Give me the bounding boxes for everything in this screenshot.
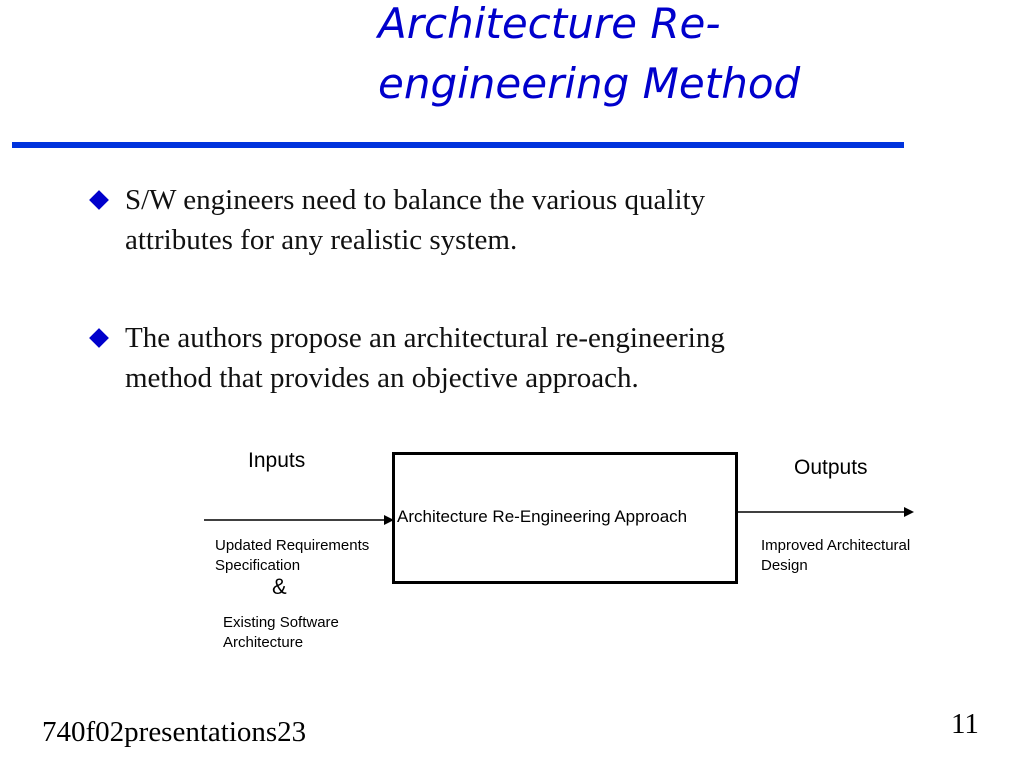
bullet-2-line-2: method that provides an objective approa… (125, 362, 639, 394)
input-item-1-line-1: Updated Requirements (215, 537, 370, 554)
input-arrowhead-icon (384, 515, 394, 525)
bullet-1-line-2: attributes for any realistic system. (125, 224, 518, 256)
inputs-label: Inputs (248, 449, 306, 472)
input-conjunction: & (272, 574, 287, 599)
footer-source: 740f02presentations23 (42, 716, 307, 748)
approach-box-label: Architecture Re-Engineering Approach (397, 507, 688, 526)
input-item-2-line-2: Architecture (223, 634, 304, 651)
approach-box (392, 452, 738, 584)
slide-title-line-1: Architecture Re- (378, 0, 721, 48)
slide-title-line-2: engineering Method (378, 59, 801, 108)
bullet-2-line-1: The authors propose an architectural re-… (125, 322, 725, 354)
outputs-label: Outputs (794, 456, 868, 479)
output-item-1-line-2: Design (761, 557, 808, 574)
input-item-2-line-1: Existing Software (223, 614, 339, 631)
page-number: 11 (951, 708, 979, 740)
input-item-1-line-2: Specification (215, 557, 301, 574)
output-arrowhead-icon (904, 507, 914, 517)
bullet-1-line-1: S/W engineers need to balance the variou… (125, 184, 706, 216)
output-item-1-line-1: Improved Architectural (761, 537, 911, 554)
title-divider (12, 142, 904, 148)
